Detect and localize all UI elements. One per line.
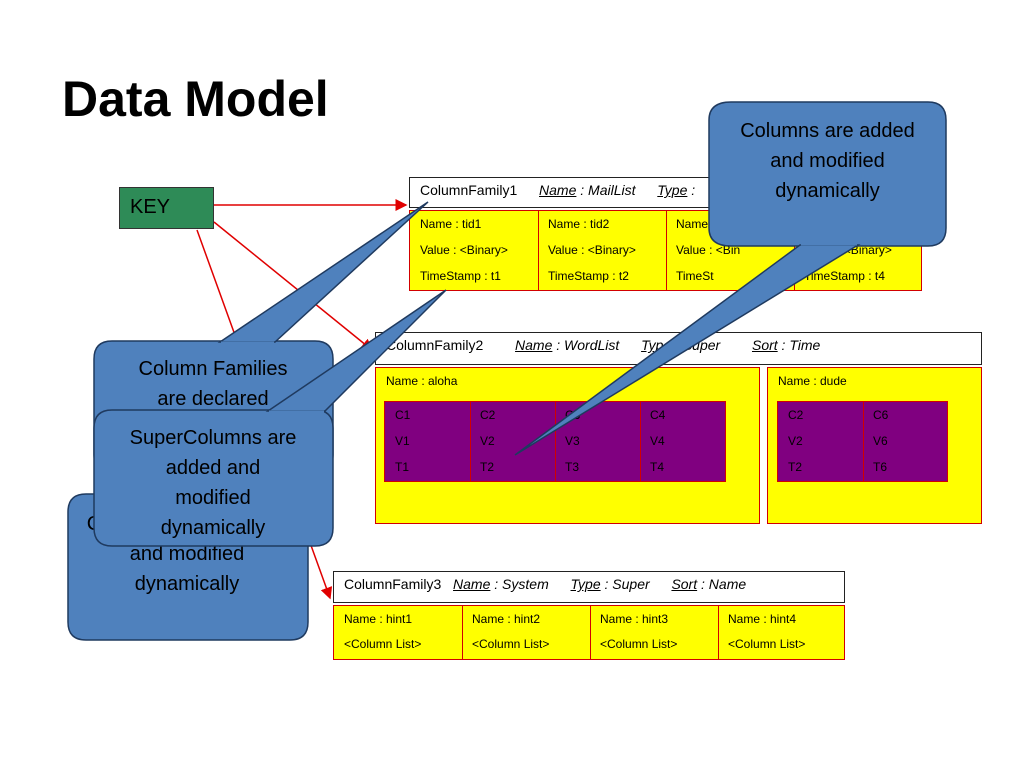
column-list: <Column List> xyxy=(472,637,550,651)
column-timestamp: TimeSt xyxy=(676,269,714,283)
callout-columns-line-1: Columns are added xyxy=(740,120,915,142)
callout-supercolumns-line-3: modified xyxy=(175,487,251,509)
subcolumn-name: C2 xyxy=(480,408,496,422)
supercolumn-dude-columns: C2 V2 T2 C6 V6 T6 xyxy=(777,401,948,482)
column-value: Value : <Bin xyxy=(676,243,741,257)
cf1-name-label: Name xyxy=(539,182,577,198)
cf2-sort-label: Sort xyxy=(751,337,778,353)
cf1-type-label: Type xyxy=(657,182,688,198)
cf3-sort-label: Sort xyxy=(671,576,698,592)
cf1-column-2: Name : tid2 Value : <Binary> TimeStamp :… xyxy=(538,211,667,290)
cf3-name-value: : System xyxy=(490,576,549,592)
subcolumn-4: C4 V4 T4 xyxy=(640,402,725,481)
cf1-name-value: : MailList xyxy=(576,182,636,198)
callout-back-line-2: and modified xyxy=(129,543,245,565)
subcolumn-2: C2 V2 T2 xyxy=(470,402,556,481)
cf1-column-3: Name Value : <Bin TimeSt xyxy=(666,211,795,290)
subcolumn-value: V2 xyxy=(480,434,495,448)
supercolumn-name: Name : dude xyxy=(778,374,847,388)
subcolumn-timestamp: T1 xyxy=(395,460,410,474)
column-name: Name : hint3 xyxy=(600,612,669,626)
cf3-column-4: Name : hint4 <Column List> xyxy=(718,606,844,659)
column-name: Name xyxy=(676,217,709,231)
cf2-sort-value: : Time xyxy=(777,337,821,353)
subcolumn-name: C2 xyxy=(788,408,804,422)
subcolumn-value: V6 xyxy=(873,434,888,448)
subcolumn-timestamp: T4 xyxy=(650,460,665,474)
cf1-column-1: Name : tid1 Value : <Binary> TimeStamp :… xyxy=(410,211,539,290)
subcolumn-name: C6 xyxy=(873,408,889,422)
callout-supercolumns-line-1: SuperColumns are xyxy=(129,427,297,449)
cf3-type-label: Type xyxy=(570,576,601,592)
cf2-name-label: Name xyxy=(515,337,553,353)
supercolumn-name: Name : aloha xyxy=(386,374,458,388)
callout-families-line-1: Column Families xyxy=(138,358,288,380)
cf3-header: ColumnFamily3 Name : System Type : Super… xyxy=(333,571,845,603)
subcolumn-value: V4 xyxy=(650,434,665,448)
subcolumn-1: C1 V1 T1 xyxy=(385,402,471,481)
column-value: Value : <Binary> xyxy=(548,243,636,257)
cf2-name: ColumnFamily2 xyxy=(386,337,484,353)
column-timestamp: TimeStamp : t4 xyxy=(804,269,885,283)
cf3-sort-value: : Name xyxy=(697,576,747,592)
column-timestamp: TimeStamp : t1 xyxy=(420,269,501,283)
subcolumn-value: V3 xyxy=(565,434,580,448)
subcolumn-timestamp: T6 xyxy=(873,460,888,474)
cf3-column-1: Name : hint1 <Column List> xyxy=(334,606,463,659)
column-list: <Column List> xyxy=(600,637,678,651)
cf3-columns: Name : hint1 <Column List> Name : hint2 … xyxy=(333,605,845,660)
cf3-type-value: : Super xyxy=(600,576,650,592)
subcolumn-timestamp: T3 xyxy=(565,460,580,474)
subcolumn-name: C4 xyxy=(650,408,666,422)
column-name: Name : tid2 xyxy=(548,217,610,231)
cf3-name-label: Name xyxy=(453,576,491,592)
callout-supercolumns-line-2: added and xyxy=(165,457,261,479)
column-name: Name : hint2 xyxy=(472,612,541,626)
callout-columns-line-3: dynamically xyxy=(775,180,880,202)
slide-title: Data Model xyxy=(62,71,329,127)
callout-families-line-2: are declared xyxy=(157,388,269,410)
subcolumn-timestamp: T2 xyxy=(788,460,803,474)
cf1-header: ColumnFamily1 Name : MailList Type : xyxy=(409,177,757,208)
cf1-name: ColumnFamily1 xyxy=(420,182,518,198)
column-name: Name : hint1 xyxy=(344,612,413,626)
subcolumn-name: C1 xyxy=(395,408,411,422)
supercolumn-aloha-columns: C1 V1 T1 C2 V2 T2 C3 V3 T3 C4 V4 T4 xyxy=(384,401,726,482)
subcolumn-1: C2 V2 T2 xyxy=(778,402,864,481)
callout-back-line-3: dynamically xyxy=(134,573,240,595)
subcolumn-value: V2 xyxy=(788,434,803,448)
cf2-name-value: : WordList xyxy=(552,337,620,353)
column-list: <Column List> xyxy=(728,637,806,651)
column-name: Name : hint4 xyxy=(728,612,797,626)
cf3-column-3: Name : hint3 <Column List> xyxy=(590,606,719,659)
supercolumn-dude: Name : dude C2 V2 T2 C6 V6 T6 xyxy=(767,367,982,524)
key-to-cf2-line xyxy=(213,221,374,351)
column-name: Name : tid1 xyxy=(420,217,482,231)
column-timestamp: TimeStamp : t2 xyxy=(548,269,629,283)
column-value: Value : <Binary> xyxy=(420,243,508,257)
callout-supercolumns-line-4: dynamically xyxy=(160,517,266,539)
row-key-box: KEY xyxy=(119,187,214,229)
callout-columns-line-2: and modified xyxy=(770,150,885,172)
supercolumn-aloha: Name : aloha C1 V1 T1 C2 V2 T2 C3 V3 T3 … xyxy=(375,367,760,524)
cf1-columns: Name : tid1 Value : <Binary> TimeStamp :… xyxy=(409,210,922,291)
subcolumn-timestamp: T2 xyxy=(480,460,495,474)
cf1-type-value: : xyxy=(687,182,696,198)
cf3-name: ColumnFamily3 xyxy=(344,576,442,592)
subcolumn-2: C6 V6 T6 xyxy=(863,402,947,481)
subcolumn-3: C3 V3 T3 xyxy=(555,402,641,481)
column-list: <Column List> xyxy=(344,637,422,651)
cf3-column-2: Name : hint2 <Column List> xyxy=(462,606,591,659)
subcolumn-value: V1 xyxy=(395,434,410,448)
